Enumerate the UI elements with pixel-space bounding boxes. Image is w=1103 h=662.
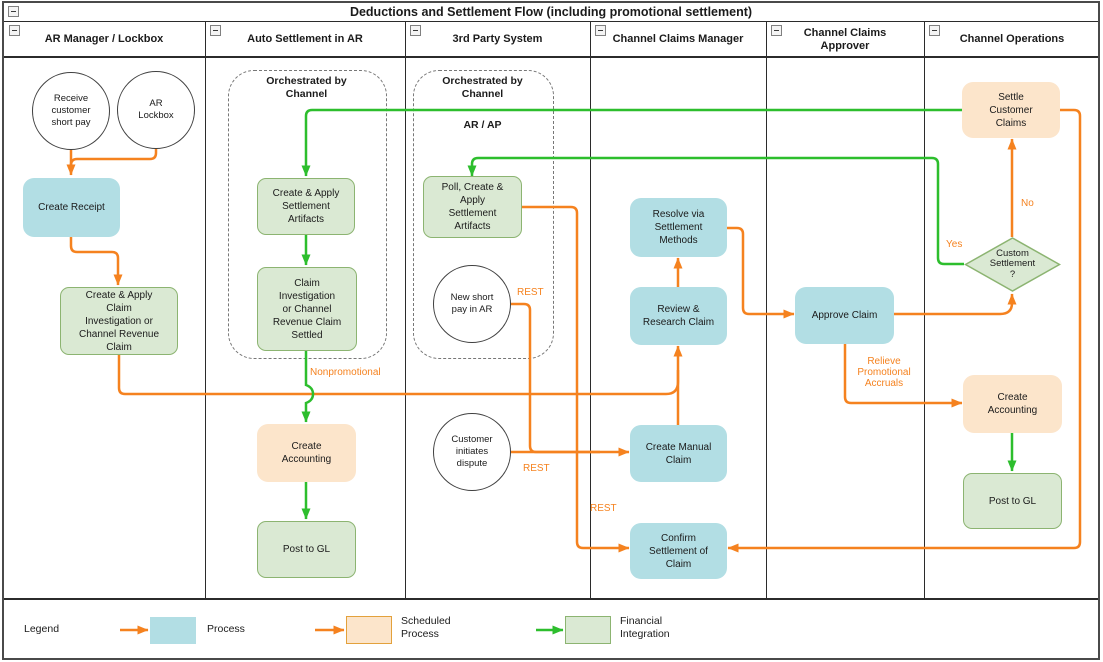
lane-header-3rd-party[interactable]: 3rd Party System	[405, 22, 590, 57]
edge-label-no: No	[1021, 198, 1034, 209]
node-new-short-pay-in-ar[interactable]: New short pay in AR	[433, 265, 511, 343]
collapse-icon[interactable]	[410, 25, 421, 36]
lane-header-label: Channel Operations	[959, 33, 1065, 46]
collapse-icon[interactable]	[9, 25, 20, 36]
lane-header-label: AR Manager / Lockbox	[44, 33, 164, 46]
collapse-icon[interactable]	[929, 25, 940, 36]
node-review-research-claim[interactable]: Review & Research Claim	[630, 287, 727, 345]
node-create-accounting-ops[interactable]: Create Accounting	[963, 375, 1062, 433]
collapse-icon[interactable]	[8, 6, 19, 17]
node-confirm-settlement-of-claim[interactable]: Confirm Settlement of Claim	[630, 523, 727, 579]
node-approve-claim[interactable]: Approve Claim	[795, 287, 894, 344]
legend-swatch-financial-integration	[565, 616, 611, 644]
lane-header-ar-manager[interactable]: AR Manager / Lockbox	[3, 22, 205, 57]
group-label: Orchestrated by Channel	[266, 75, 347, 101]
lane-header-auto-settlement[interactable]: Auto Settlement in AR	[205, 22, 405, 57]
lane-divider-5	[924, 22, 925, 598]
lane-header-label: Channel Claims Approver	[803, 26, 887, 52]
collapse-icon[interactable]	[595, 25, 606, 36]
edge-label-rest-dispute: REST	[523, 463, 550, 474]
node-receive-customer-short-pay[interactable]: Receive customer short pay	[32, 72, 110, 150]
collapse-icon[interactable]	[210, 25, 221, 36]
header-separator-line	[4, 56, 1098, 58]
legend-title: Legend	[24, 623, 60, 635]
lane-header-channel-ops[interactable]: Channel Operations	[924, 22, 1100, 57]
lane-divider-2	[405, 22, 406, 598]
lane-header-label: 3rd Party System	[452, 33, 543, 46]
node-post-to-gl-ar[interactable]: Post to GL	[257, 521, 356, 578]
page-title: Deductions and Settlement Flow (includin…	[349, 5, 753, 19]
node-customer-initiates-dispute[interactable]: Customer initiates dispute	[433, 413, 511, 491]
decision-label: Custom Settlement ?	[989, 247, 1036, 280]
node-post-to-gl-ops[interactable]: Post to GL	[963, 473, 1062, 529]
collapse-icon[interactable]	[771, 25, 782, 36]
group-label: Orchestrated by Channel	[442, 75, 523, 101]
node-create-receipt[interactable]: Create Receipt	[23, 178, 120, 237]
node-create-manual-claim[interactable]: Create Manual Claim	[630, 425, 727, 482]
lane-divider-4	[766, 22, 767, 598]
node-custom-settlement-decision[interactable]: Custom Settlement ?	[963, 237, 1062, 292]
legend-item-label: Financial Integration	[620, 615, 670, 641]
lane-divider-1	[205, 22, 206, 598]
title-separator-line	[4, 21, 1098, 22]
node-claim-investigation-settled[interactable]: Claim Investigation or Channel Revenue C…	[257, 267, 357, 351]
node-settle-customer-claims[interactable]: Settle Customer Claims	[962, 82, 1060, 138]
node-poll-create-apply-artifacts[interactable]: Poll, Create & Apply Settlement Artifact…	[423, 176, 522, 238]
lane-header-label: Auto Settlement in AR	[247, 33, 363, 46]
edge-label-yes: Yes	[946, 239, 963, 250]
edge-label-nonpromotional: Nonpromotional	[310, 367, 381, 378]
legend-item-label: Scheduled Process	[401, 615, 451, 641]
edge-label-rest-confirm: REST	[590, 503, 617, 514]
legend-swatch-process	[150, 617, 196, 644]
lane-header-claims-manager[interactable]: Channel Claims Manager	[590, 22, 766, 57]
lane-header-claims-approver[interactable]: Channel Claims Approver	[766, 22, 924, 57]
node-create-apply-settlement-artifacts[interactable]: Create & Apply Settlement Artifacts	[257, 178, 355, 235]
node-ar-lockbox[interactable]: AR Lockbox	[117, 71, 195, 149]
group-sublabel-ar-ap: AR / AP	[463, 119, 502, 131]
edge-label-rest-short-pay: REST	[517, 287, 544, 298]
legend-item-label: Process	[207, 623, 245, 635]
node-create-apply-claim-investigation[interactable]: Create & Apply Claim Investigation or Ch…	[60, 287, 178, 355]
legend-separator-line	[4, 598, 1098, 600]
node-create-accounting-ar[interactable]: Create Accounting	[257, 424, 356, 482]
legend-swatch-scheduled-process	[346, 616, 392, 644]
edge-label-relieve-promotional: Relieve Promotional Accruals	[857, 356, 911, 389]
node-resolve-via-settlement-methods[interactable]: Resolve via Settlement Methods	[630, 198, 727, 257]
lane-header-label: Channel Claims Manager	[612, 33, 744, 46]
